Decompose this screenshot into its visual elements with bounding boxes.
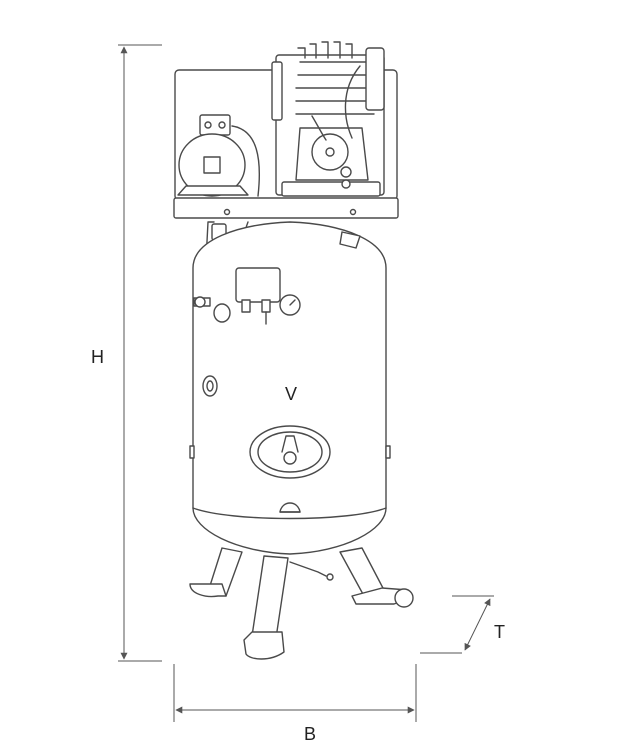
width-dimension-label: B	[304, 724, 317, 744]
tank-legs	[189, 547, 414, 660]
depth-dimension-label: T	[494, 622, 505, 642]
depth-dimension-line	[464, 598, 491, 651]
pressure-switch	[235, 267, 281, 303]
height-dimension-label: H	[91, 347, 104, 367]
inspection-hatch	[249, 425, 331, 479]
volume-label: V	[285, 384, 298, 404]
dimension-lines	[118, 44, 494, 722]
motor	[177, 114, 261, 197]
base-platform	[173, 197, 399, 219]
vertical-air-compressor-icon	[173, 41, 414, 660]
air-tank	[189, 221, 391, 555]
pump-head	[271, 41, 385, 197]
